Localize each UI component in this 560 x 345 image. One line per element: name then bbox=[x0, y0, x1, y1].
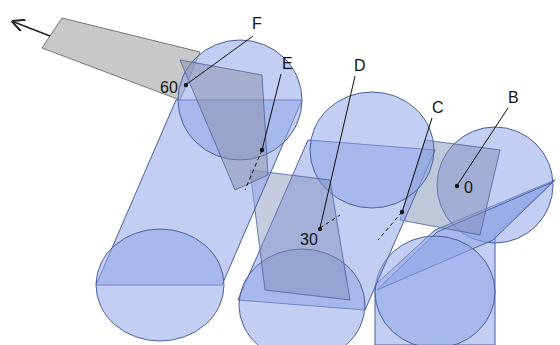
angle-number: 60 bbox=[160, 80, 178, 96]
point-letter: D bbox=[354, 58, 366, 74]
angle-number: 0 bbox=[464, 180, 473, 196]
point-letter: B bbox=[508, 90, 519, 106]
point-letter: C bbox=[432, 100, 444, 116]
point-letter: E bbox=[282, 56, 293, 72]
angle-number: 30 bbox=[300, 232, 318, 248]
point-letter: F bbox=[252, 16, 262, 32]
